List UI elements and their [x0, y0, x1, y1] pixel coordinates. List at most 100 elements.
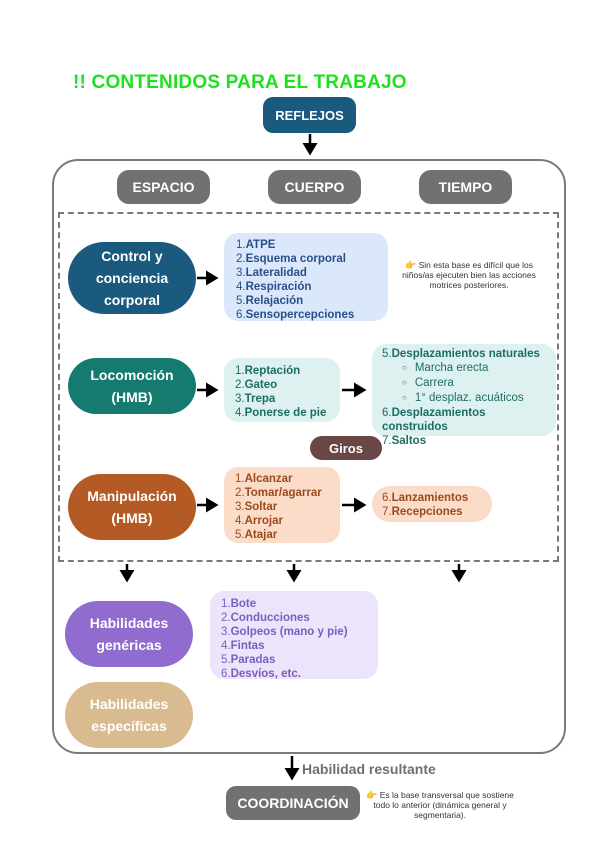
- note-coordinacion-text: Es la base transversal que sostiene todo…: [373, 790, 514, 820]
- list-item-number: 6.: [236, 309, 246, 321]
- list-item-text: Fintas: [230, 640, 265, 652]
- list-item-text: Tomar/agarrar: [244, 487, 322, 499]
- list-item: 4.Fintas: [221, 639, 378, 653]
- dimension-tiempo: TIEMPO: [419, 170, 512, 204]
- list-item: 2.Conducciones: [221, 611, 378, 625]
- list-item: 2.Tomar/agarrar: [235, 486, 340, 500]
- list-item-text: Bote: [230, 598, 257, 610]
- list-item: 5.Atajar: [235, 528, 340, 542]
- list-item-text: Arrojar: [244, 515, 283, 527]
- list-item-text: Recepciones: [391, 506, 463, 518]
- sub-list-item: Carrera: [402, 376, 556, 391]
- dimension-espacio: ESPACIO: [117, 170, 210, 204]
- list-item: 7.Saltos: [382, 434, 556, 448]
- list-item-number: 5.: [382, 348, 392, 360]
- list-item: 6.Sensopercepciones: [236, 308, 388, 322]
- list-item-text: Paradas: [230, 654, 276, 666]
- list-item-number: 4.: [235, 515, 245, 527]
- list-item-number: 1.: [221, 598, 231, 610]
- node-label-line: conciencia: [95, 270, 169, 286]
- list-item: 3.Trepa: [235, 392, 340, 406]
- node-coordinacion: COORDINACIÓN: [226, 786, 360, 820]
- node-label-line: genéricas: [96, 637, 162, 653]
- list-item-number: 2.: [235, 487, 245, 499]
- list-item: 4.Ponerse de pie: [235, 406, 340, 420]
- node-label-line: (HMB): [111, 389, 153, 405]
- list-item: 7.Recepciones: [382, 505, 492, 519]
- node-label-line: específicas: [91, 718, 167, 734]
- list-item-number: 6.: [221, 668, 231, 680]
- note-control: 👉 Sin esta base es difícil que los niños…: [394, 260, 544, 290]
- node-manipulacion: Manipulación (HMB): [68, 474, 196, 540]
- node-locomocion: Locomoción (HMB): [68, 358, 196, 414]
- basic-skills-dashed-region: [58, 212, 559, 562]
- list-item-text: Golpeos (mano y pie): [230, 626, 348, 638]
- list-item: 5.Desplazamientos naturales: [382, 347, 556, 361]
- node-habilidades-especificas: Habilidades específicas: [65, 682, 193, 748]
- list-item-text: Esquema corporal: [245, 253, 346, 265]
- sub-list: Marcha erectaCarrera1° desplaz. acuático…: [382, 361, 556, 406]
- list-item: 6.Lanzamientos: [382, 491, 492, 505]
- node-label-line: Locomoción: [90, 367, 174, 383]
- node-label-line: (HMB): [111, 510, 153, 526]
- node-control-conciencia-corporal: Control y conciencia corporal: [68, 242, 196, 314]
- list-item-text: Trepa: [244, 393, 276, 405]
- list-item: 3.Soltar: [235, 500, 340, 514]
- list-item: 4.Respiración: [236, 280, 388, 294]
- list-item: 5.Relajación: [236, 294, 388, 308]
- list-item-number: 2.: [235, 379, 245, 391]
- list-item-text: ATPE: [245, 239, 276, 251]
- note-coordinacion: 👉 Es la base transversal que sostiene to…: [360, 790, 520, 820]
- list-item-number: 2.: [221, 612, 231, 624]
- list-item: 1.ATPE: [236, 238, 388, 252]
- list-item-text: Relajación: [245, 295, 304, 307]
- list-item-text: Desplazamientos naturales: [391, 348, 540, 360]
- list-item-number: 6.: [382, 407, 392, 419]
- list-item-number: 7.: [382, 506, 392, 518]
- list-item-text: Saltos: [391, 435, 427, 447]
- list-item-text: Desplazamientos construidos: [382, 407, 486, 433]
- node-giros: Giros: [310, 436, 382, 460]
- node-habilidades-genericas: Habilidades genéricas: [65, 601, 193, 667]
- list-item-text: Alcanzar: [244, 473, 293, 485]
- list-locomocion-more: 5.Desplazamientos naturalesMarcha erecta…: [372, 344, 556, 447]
- pointing-hand-icon: 👉: [405, 260, 417, 270]
- list-item-number: 1.: [235, 365, 245, 377]
- list-item-text: Conducciones: [230, 612, 310, 624]
- node-label-line: Manipulación: [87, 488, 177, 504]
- sub-list-item: 1° desplaz. acuáticos: [402, 391, 556, 406]
- dimension-cuerpo: CUERPO: [268, 170, 361, 204]
- list-item-text: Respiración: [245, 281, 312, 293]
- list-item: 3.Golpeos (mano y pie): [221, 625, 378, 639]
- list-item-text: Reptación: [244, 365, 301, 377]
- list-item-number: 4.: [221, 640, 231, 652]
- list-item-number: 6.: [382, 492, 392, 504]
- page-title: !! CONTENIDOS PARA EL TRABAJO: [73, 72, 407, 93]
- list-item-number: 4.: [236, 281, 246, 293]
- list-item-number: 4.: [235, 407, 245, 419]
- list-item: 3.Lateralidad: [236, 266, 388, 280]
- list-item: 1.Reptación: [235, 364, 340, 378]
- list-item: 6.Desplazamientos construidos: [382, 406, 502, 434]
- list-item-number: 5.: [221, 654, 231, 666]
- list-item-text: Soltar: [244, 501, 278, 513]
- list-item-text: Lanzamientos: [391, 492, 469, 504]
- list-item-number: 5.: [235, 529, 245, 541]
- list-item-text: Lateralidad: [245, 267, 307, 279]
- list-item-number: 3.: [235, 501, 245, 513]
- list-item: 2.Gateo: [235, 378, 340, 392]
- list-item-number: 2.: [236, 253, 246, 265]
- outer-container: [52, 159, 566, 754]
- list-item-text: Gateo: [244, 379, 278, 391]
- pointing-hand-icon: 👉: [366, 790, 378, 800]
- list-item-text: Atajar: [244, 529, 278, 541]
- label-habilidad-resultante: Habilidad resultante: [302, 761, 436, 777]
- list-item-number: 1.: [235, 473, 245, 485]
- list-item: 1.Alcanzar: [235, 472, 340, 486]
- node-reflejos: REFLEJOS: [263, 97, 356, 133]
- list-item: 4.Arrojar: [235, 514, 340, 528]
